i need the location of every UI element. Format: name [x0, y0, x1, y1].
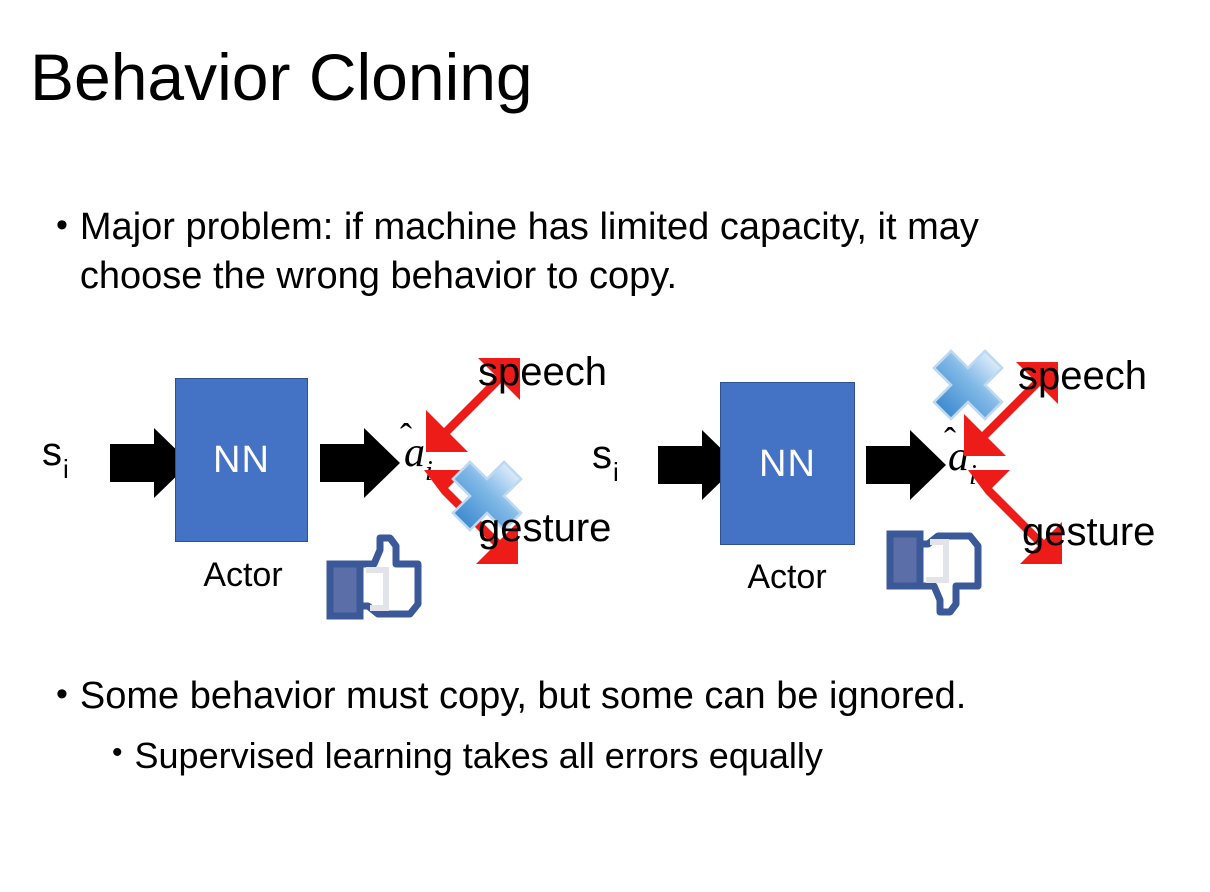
branch-arrow-speech-right: [956, 354, 1066, 469]
thumbs-down-icon: [882, 526, 988, 625]
nn-box-label-left: NN: [213, 439, 270, 481]
bullet-marker-icon: •: [56, 675, 68, 713]
output-block-arrow-left: [320, 428, 400, 503]
cross-out-icon-gesture-left: [444, 453, 530, 544]
state-symbol: s: [592, 433, 612, 477]
nn-box-left: NN: [175, 378, 308, 542]
bullet-marker-icon: •: [112, 736, 123, 769]
nn-box-right: NN: [720, 382, 855, 545]
actor-caption-right: Actor: [747, 558, 827, 596]
input-block-arrow-right: [658, 430, 738, 505]
cross-out-icon-speech-right: [925, 342, 1011, 433]
branch-arrow-speech-left: [418, 350, 528, 465]
branch-label-speech-right: speech: [1018, 354, 1147, 398]
nn-box-label-right: NN: [759, 442, 816, 485]
diagram-actor-bad-copy: si NN Actor ̂ai: [570, 340, 1190, 640]
branch-label-speech-left: speech: [478, 350, 607, 394]
branch-arrow-gesture-right: [960, 462, 1070, 577]
branch-label-gesture-left: gesture: [478, 506, 612, 550]
bullet-some-behavior-text: Some behavior must copy, but some can be…: [79, 675, 967, 717]
diagram-actor-good-copy: si NN Actor ̂ai speech: [20, 340, 620, 640]
thumbs-up-icon: [322, 530, 428, 629]
output-block-arrow-right: [866, 430, 946, 505]
page-title: Behavior Cloning: [30, 40, 533, 114]
bullet-major-problem: • Major problem: if machine has limited …: [56, 203, 1106, 302]
state-label-left: si: [42, 430, 69, 482]
state-label-right: si: [592, 433, 619, 485]
bullet-supervised-learning: • Supervised learning takes all errors e…: [112, 733, 1172, 780]
bullet-supervised-learning-text: Supervised learning takes all errors equ…: [134, 735, 823, 776]
bullet-marker-icon: •: [56, 206, 68, 244]
bullet-major-problem-text: Major problem: if machine has limited ca…: [79, 206, 979, 298]
action-symbol: a: [948, 434, 969, 480]
action-symbol: a: [404, 430, 425, 476]
branch-label-gesture-right: gesture: [1022, 510, 1156, 554]
input-block-arrow-left: [110, 428, 190, 503]
actor-caption-left: Actor: [203, 556, 283, 594]
bullet-some-behavior: • Some behavior must copy, but some can …: [56, 672, 1166, 721]
state-subscript: i: [613, 457, 619, 487]
state-symbol: s: [42, 430, 62, 474]
state-subscript: i: [63, 454, 69, 484]
